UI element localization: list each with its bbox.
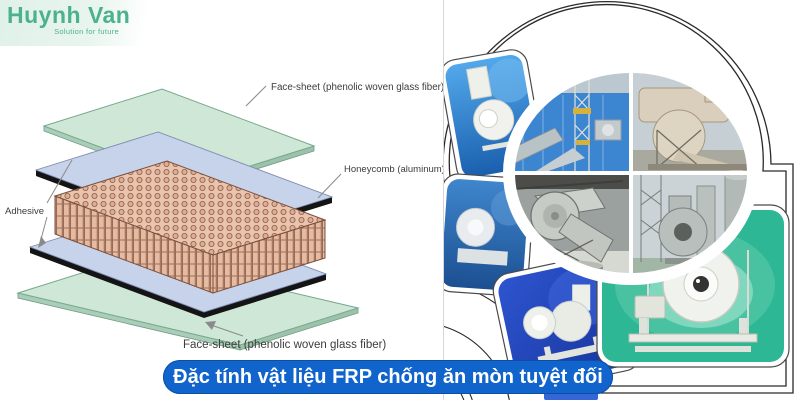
logo-tagline: Solution for future — [54, 27, 119, 36]
arrowhead-adhesive — [38, 236, 46, 248]
fan-photo-teal — [596, 204, 790, 368]
photo-circle-white-ring — [503, 61, 759, 285]
small-blue-fan-glyph — [465, 58, 532, 152]
logo: Huynh Van Solution for future — [0, 0, 150, 46]
frp-fan-photo-collage — [443, 0, 794, 400]
photo-cross-divider — [509, 67, 753, 279]
label-face-sheet-bottom: Face-sheet (phenolic woven glass fiber) — [183, 339, 386, 351]
honeycomb-sandwich-diagram: Face-sheet (phenolic woven glass fiber) … — [5, 82, 443, 351]
label-face-sheet-top: Face-sheet (phenolic woven glass fiber) — [271, 82, 443, 93]
caption-banner: Đặc tính vật liệu FRP chống ăn mòn tuyệt… — [163, 360, 613, 394]
logo-title: Huynh Van — [7, 2, 131, 28]
label-adhesive: Adhesive — [5, 206, 44, 217]
panel-divider — [443, 0, 444, 400]
honeycomb-core-layer — [53, 160, 327, 294]
fan-photo-blue-mid — [443, 173, 535, 297]
label-honeycomb: Honeycomb (aluminum) — [344, 164, 443, 175]
leader-lines — [39, 85, 342, 337]
blue-mid-fan-glyph — [456, 189, 527, 266]
arrowhead-face-sheet-bottom — [205, 321, 216, 330]
